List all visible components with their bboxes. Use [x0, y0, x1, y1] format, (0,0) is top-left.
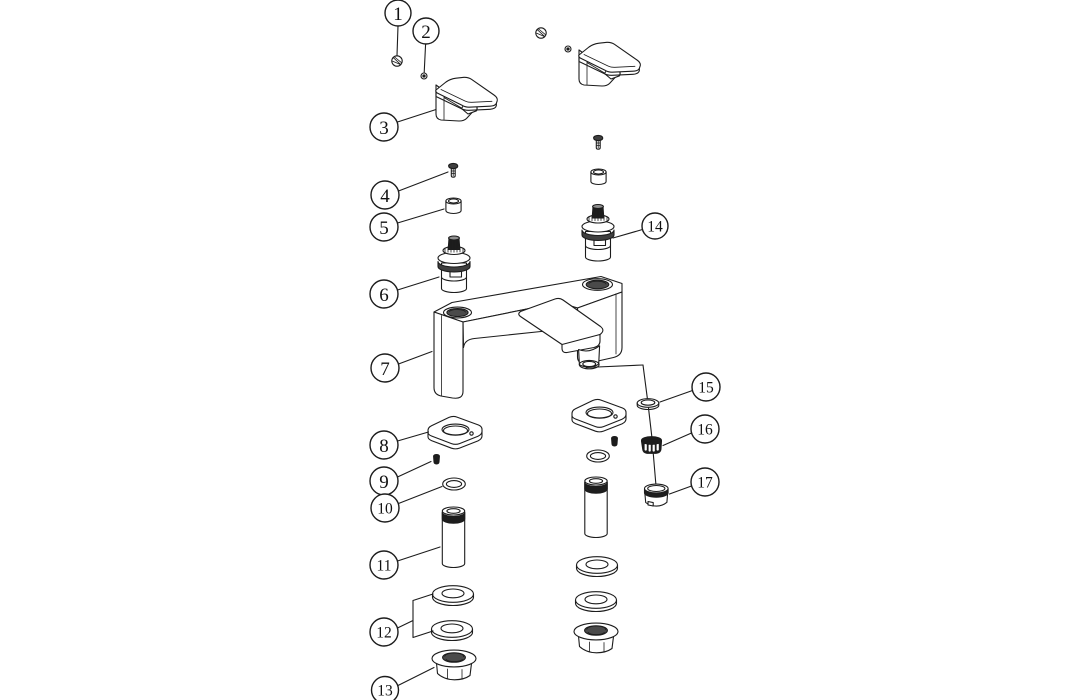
part-base-flange-left	[427, 415, 483, 450]
part-fixing-screw-right	[593, 134, 604, 150]
part-base-flange-right	[571, 398, 627, 433]
part-grub-screw-left	[433, 453, 440, 465]
callout-16-label: 16	[697, 422, 713, 439]
part-tap-body	[433, 275, 623, 399]
callout-8-label: 8	[379, 436, 389, 457]
callout-11-label: 11	[377, 558, 392, 575]
part-spout-washer	[636, 398, 660, 411]
callout-10-label: 10	[377, 501, 393, 518]
callout-4: 4	[370, 180, 400, 210]
part-handle-left	[435, 76, 498, 122]
callout-5: 5	[369, 212, 399, 242]
part-washer-upper-right	[575, 556, 619, 578]
callout-11: 11	[369, 550, 399, 580]
callout-2: 2	[412, 17, 440, 45]
callout-6-label: 6	[379, 285, 389, 306]
callout-12-label: 12	[376, 625, 392, 642]
part-handle-right	[578, 41, 641, 87]
callout-15-label: 15	[698, 380, 714, 397]
callout-14: 14	[641, 212, 669, 240]
part-aerator	[643, 483, 669, 507]
callout-1-label: 1	[393, 4, 403, 25]
callout-13-label: 13	[377, 683, 393, 700]
callout-4-label: 4	[380, 186, 390, 207]
part-screw-plug-right	[564, 45, 572, 53]
callout-14-label: 14	[647, 219, 663, 236]
callout-17: 17	[690, 467, 720, 497]
explosion-axis-lines	[585, 364, 657, 485]
callout-12: 12	[369, 617, 399, 647]
part-washer-lower-left	[430, 620, 474, 642]
part-o-ring-right	[586, 449, 610, 463]
callout-7: 7	[370, 353, 400, 383]
callout-17-label: 17	[697, 475, 713, 492]
part-fixing-screw-left	[448, 162, 459, 178]
callout-9-label: 9	[379, 472, 389, 493]
part-grub-screw-right	[611, 435, 618, 447]
part-cartridge-left	[437, 235, 471, 294]
part-handle-screw-left	[391, 55, 403, 67]
callout-1: 1	[384, 0, 412, 27]
leader-lines	[396, 25, 694, 687]
callout-9: 9	[369, 466, 399, 496]
part-washer-lower-right	[574, 591, 618, 613]
callout-10: 10	[370, 493, 400, 523]
part-cartridge-sleeve-left	[445, 197, 462, 215]
callout-3-label: 3	[379, 118, 389, 139]
part-threaded-shank-left	[441, 506, 466, 569]
part-mounting-nut-right	[573, 622, 619, 654]
part-threaded-shank-right	[584, 476, 608, 539]
part-cartridge-sleeve-right	[590, 168, 607, 186]
part-flow-straightener	[640, 436, 663, 454]
callout-6: 6	[369, 279, 399, 309]
part-cartridge-right	[581, 203, 615, 262]
callout-2-label: 2	[421, 22, 431, 43]
part-screw-plug-left	[420, 72, 428, 80]
callout-7-label: 7	[380, 359, 390, 380]
part-mounting-nut-left	[431, 649, 477, 681]
callout-3: 3	[369, 112, 399, 142]
callout-15: 15	[691, 372, 721, 402]
callout-13: 13	[370, 675, 400, 700]
part-o-ring-left	[442, 477, 466, 491]
callout-5-label: 5	[379, 218, 389, 239]
callout-8: 8	[369, 430, 399, 460]
part-washer-upper-left	[431, 585, 475, 607]
part-handle-screw-right	[535, 27, 547, 39]
callout-16: 16	[690, 414, 720, 444]
